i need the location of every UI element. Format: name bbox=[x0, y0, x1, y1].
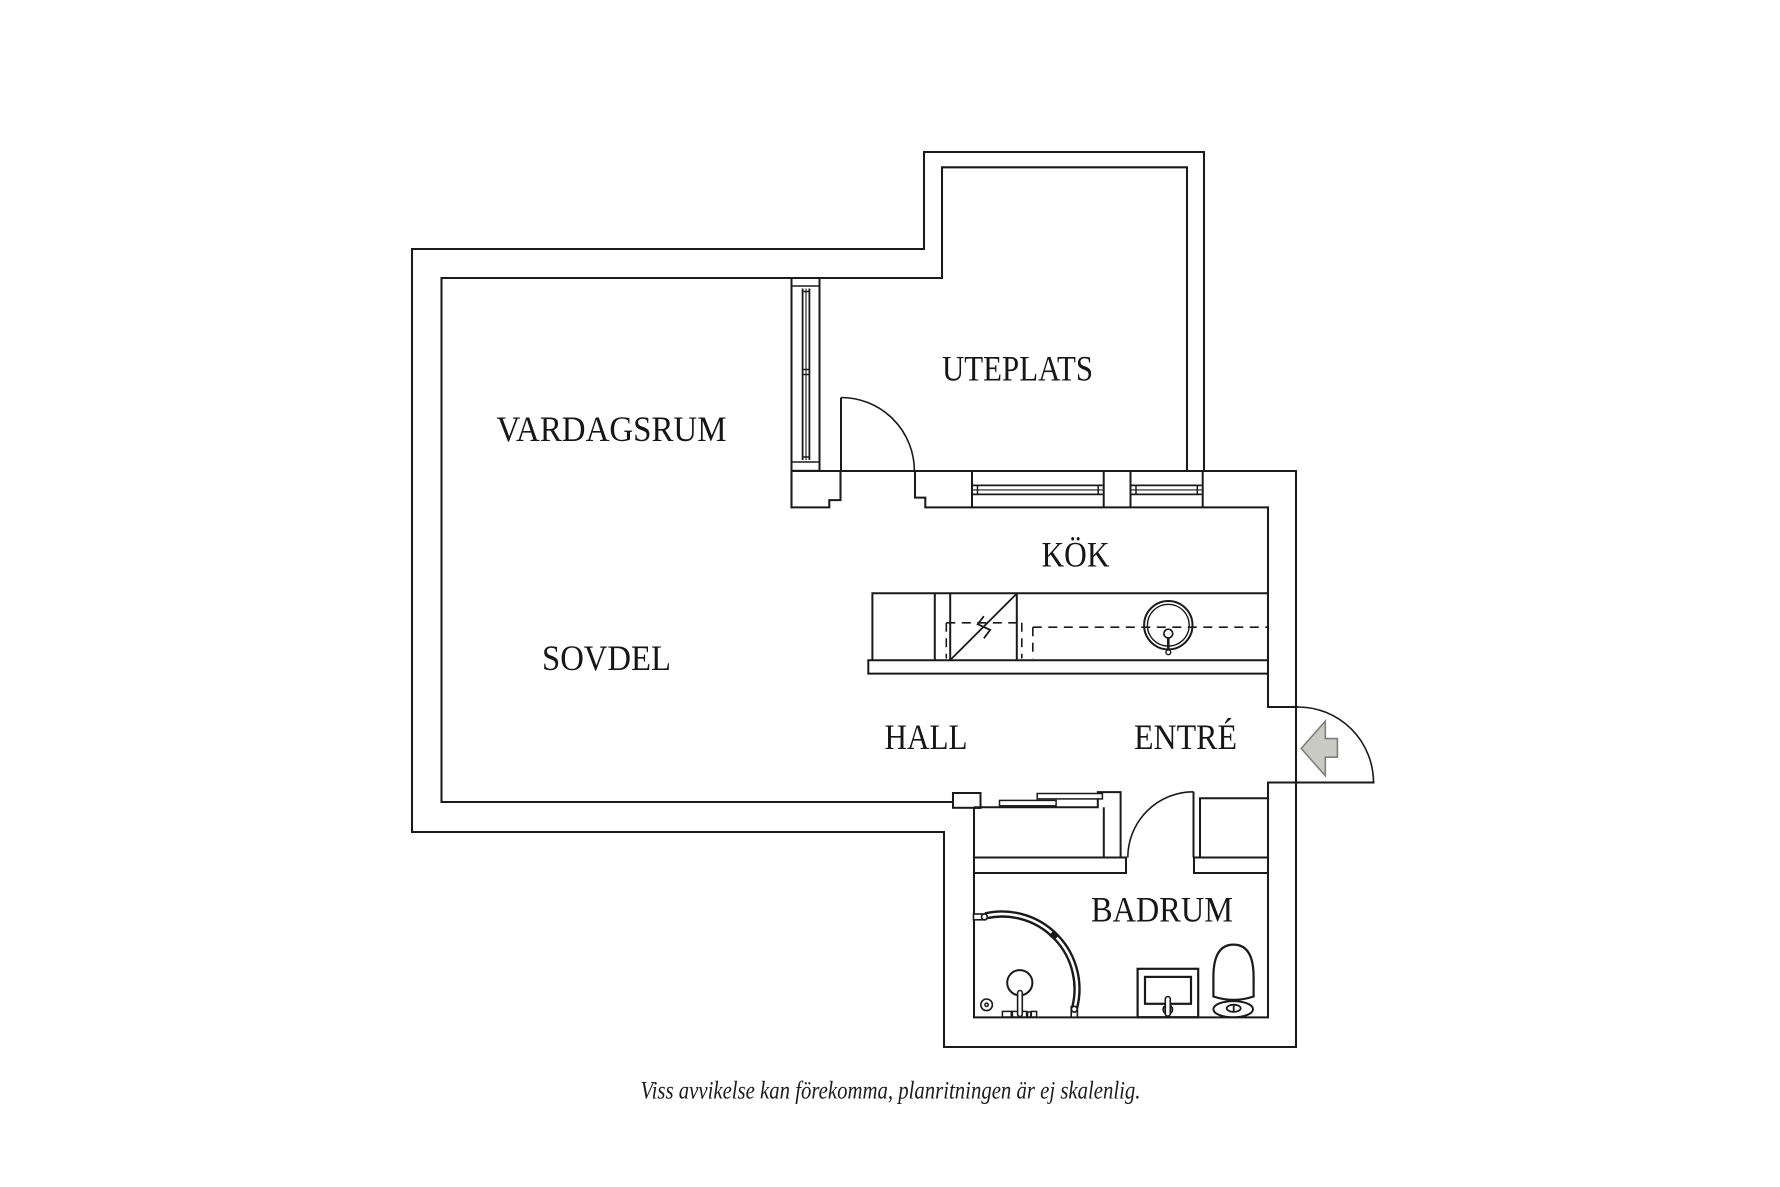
shower-glass-inner-arc bbox=[985, 915, 1076, 1008]
shower-corner-symbol bbox=[972, 910, 1081, 1018]
window-symbol-kitchen-2 bbox=[1129, 471, 1204, 508]
window-glazing-outer bbox=[1131, 484, 1202, 496]
patio-door-swing-arc bbox=[840, 396, 916, 471]
wardrobe-sliding-door-panel-2 bbox=[1036, 792, 1104, 800]
wall-pier bbox=[952, 792, 982, 809]
shower-wall-block-3 bbox=[1026, 1011, 1032, 1018]
wardrobe-left-outline bbox=[974, 791, 1122, 857]
room-label-sovdel: SOVDEL bbox=[542, 638, 671, 678]
room-label-hall: HALL bbox=[885, 717, 968, 757]
wardrobe-sliding-door-panel-1 bbox=[998, 799, 1057, 807]
patio-door-right-jamb-and-band bbox=[913, 469, 1270, 709]
toilet-symbol bbox=[1212, 943, 1255, 1019]
window-symbol-livingroom bbox=[790, 277, 821, 472]
shower-bracket-knob-bottom bbox=[1070, 1005, 1079, 1013]
window-symbol-kitchen-1 bbox=[971, 471, 1105, 508]
disclaimer-caption: Viss avvikelse kan förekomma, planritnin… bbox=[641, 1078, 1141, 1105]
overhead-cabinet-dashed-lines bbox=[945, 622, 1268, 659]
window-frame bbox=[790, 277, 821, 472]
shower-door-handle bbox=[1048, 930, 1060, 941]
doors bbox=[840, 396, 1375, 858]
shower-wall-block-1 bbox=[1001, 1010, 1013, 1018]
room-label-kok: KÖK bbox=[1042, 535, 1110, 575]
window-glazing-bars bbox=[1135, 485, 1199, 495]
toilet-bowl bbox=[1212, 943, 1255, 1001]
entry-door-swing-arc bbox=[1297, 706, 1375, 783]
washbasin-symbol bbox=[1136, 967, 1200, 1019]
room-labels: VARDAGSRUM UTEPLATS KÖK SOVDEL HALL ENTR… bbox=[497, 349, 1238, 930]
shower-mixer-stem bbox=[1016, 989, 1024, 1018]
uteplats-inner-wall-edge bbox=[940, 166, 1189, 473]
kitchen-counter-dividers bbox=[933, 593, 1018, 661]
room-label-badrum: BADRUM bbox=[1091, 890, 1233, 930]
hall-fittings bbox=[952, 791, 1268, 857]
stove-symbol-mark bbox=[976, 615, 992, 639]
kitchen-fittings bbox=[867, 592, 1268, 675]
kitchen-sink-symbol bbox=[1143, 600, 1194, 656]
bathroom-door-swing-arc bbox=[1127, 791, 1194, 858]
entry-arrow-icon bbox=[1300, 718, 1339, 778]
windows bbox=[790, 277, 1204, 508]
room-label-entre: ENTRÉ bbox=[1134, 717, 1237, 757]
sink-faucet-tip bbox=[1165, 649, 1172, 656]
window-glazing-bars bbox=[976, 485, 1099, 495]
patio-door-left-jamb bbox=[790, 469, 842, 509]
shower-wall-block-4 bbox=[1030, 1010, 1038, 1018]
window-glazing-outer bbox=[973, 484, 1103, 496]
window-end-caps bbox=[971, 471, 1105, 508]
wardrobe-right-outline bbox=[1199, 797, 1268, 857]
outer-wall-outline bbox=[410, 150, 1298, 1049]
window-glazing-bars bbox=[802, 290, 810, 458]
kitchen-counter-outline bbox=[871, 592, 1268, 661]
room-label-uteplats: UTEPLATS bbox=[942, 349, 1093, 389]
sink-faucet-knob bbox=[1163, 628, 1174, 639]
floor-drain-center bbox=[984, 1002, 990, 1008]
wardrobe-left bbox=[974, 791, 1122, 857]
shower-glass-outer-arc bbox=[984, 910, 1081, 1009]
room-label-vardagsrum: VARDAGSRUM bbox=[497, 409, 727, 449]
shower-bracket-knob-top bbox=[980, 913, 989, 921]
floor-drain-symbol bbox=[979, 998, 994, 1012]
window-frame-caps bbox=[791, 285, 820, 463]
washbasin-faucet-stem bbox=[1164, 995, 1172, 1017]
bathroom-fittings bbox=[972, 910, 1255, 1019]
window-end-caps bbox=[1129, 471, 1204, 508]
livingroom-inner-wall-edge bbox=[440, 276, 944, 804]
kitchen-counter-front-band bbox=[867, 659, 1268, 675]
